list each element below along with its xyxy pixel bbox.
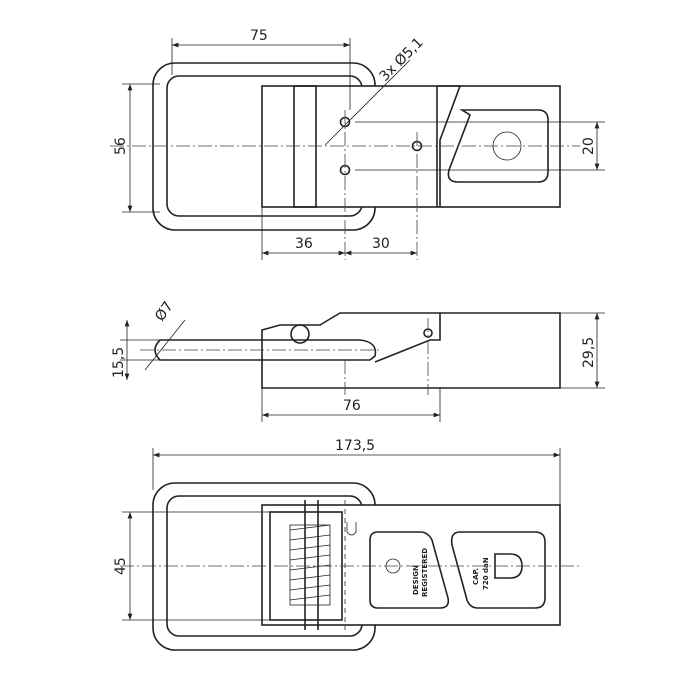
latch-plate <box>261 85 561 208</box>
dim-height-label: 45 <box>113 557 129 575</box>
window <box>447 109 549 183</box>
wire-handle <box>154 339 377 361</box>
dim-right-label: 30 <box>372 236 390 252</box>
leader-line <box>144 319 186 371</box>
load-label: 720 daN <box>482 557 490 590</box>
dim-spacing-label: 20 <box>581 137 597 155</box>
hinge-pin <box>290 324 310 344</box>
side-view: Ø7 15,5 29,5 76 <box>111 299 605 422</box>
dim-left-height-label: 15,5 <box>111 347 127 378</box>
cap-label: CAP. <box>472 568 480 585</box>
dim-wire-label: Ø7 <box>152 299 177 325</box>
plate-notch <box>437 85 462 207</box>
bottom-view: 173,5 DESIGN REGISTERED CAP. 720 daN 45 <box>113 438 580 651</box>
capacity-panel <box>450 531 546 609</box>
dim-holes-label: 3x Ø5,1 <box>377 35 427 85</box>
side-body <box>261 312 561 389</box>
top-view: 75 3x Ø5,1 56 20 36 30 <box>110 28 605 260</box>
hinge-barrel <box>293 85 317 208</box>
dim-width-label: 75 <box>250 28 268 44</box>
design-registered-panel <box>369 531 450 609</box>
dim-left-label: 36 <box>295 236 313 252</box>
registered-label: REGISTERED <box>421 548 429 597</box>
leader-line <box>324 59 411 146</box>
dim-total-length-label: 173,5 <box>335 438 375 454</box>
spring-icon <box>289 500 331 630</box>
dim-length-label: 76 <box>343 398 361 414</box>
dim-height-label: 56 <box>113 137 129 155</box>
latch-plate <box>261 504 561 626</box>
design-label: DESIGN <box>412 565 420 595</box>
dim-right-height-label: 29,5 <box>581 337 597 368</box>
